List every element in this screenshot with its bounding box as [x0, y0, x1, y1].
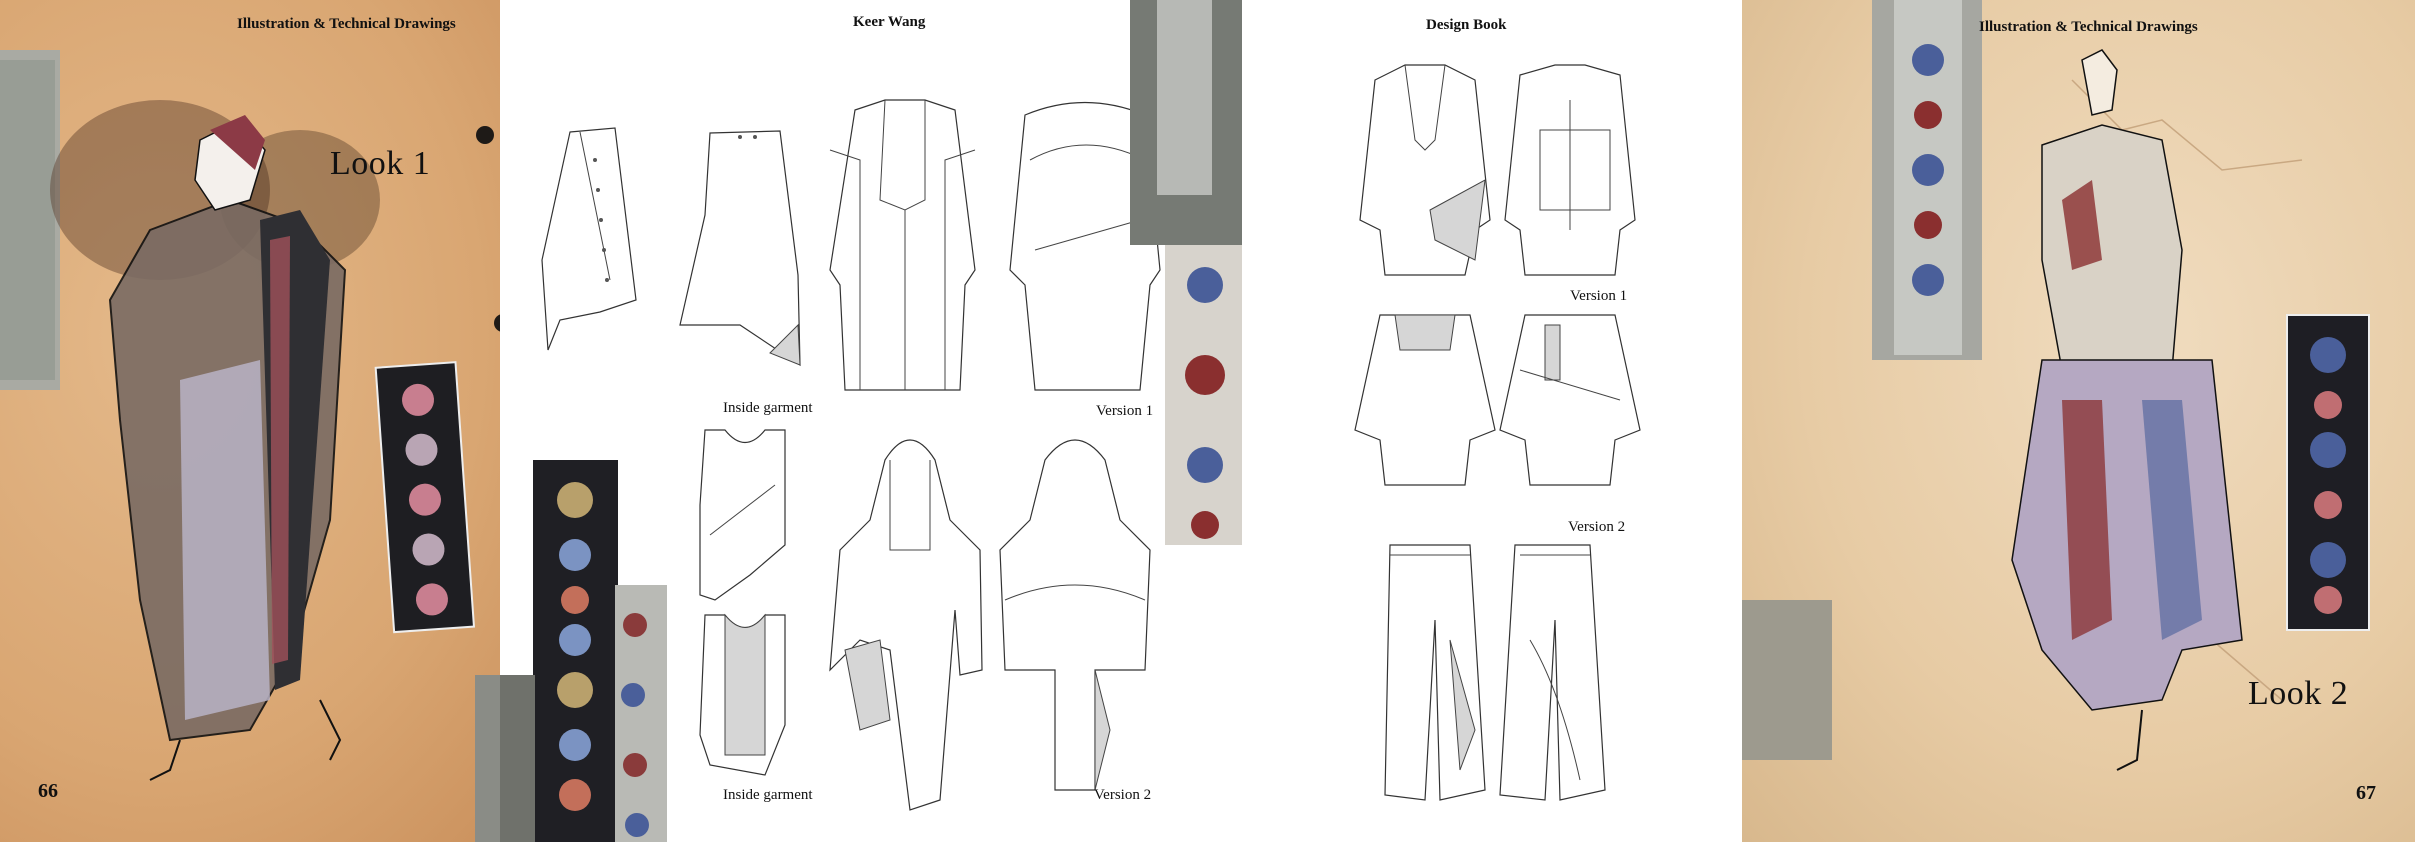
flat-hooded-jacket-back [999, 439, 1151, 791]
flat-skirt-back [679, 130, 801, 367]
flat-blazer-v1-front [1359, 64, 1491, 276]
look2-illustration [1742, 0, 2370, 771]
caption-version1-right: Version 1 [1570, 288, 1628, 304]
look2-label: Look 2 [2248, 675, 2349, 712]
floral-print-strip [557, 482, 593, 811]
caption-inside-garment-bottom: Inside garment [723, 787, 813, 803]
caption-version2-right: Version 2 [1568, 519, 1626, 535]
flat-skirt-front [541, 127, 637, 351]
left-illustration-page: Illustration & Technical Drawings Look 1… [0, 0, 540, 842]
flat-hooded-jacket-front [829, 439, 983, 811]
floral-fabric-swatch [615, 585, 667, 842]
look1-label: Look 1 [330, 145, 431, 182]
left-page-number: 66 [38, 780, 58, 802]
flat-blazer-v2-back [1499, 314, 1641, 486]
caption-version2-left: Version 2 [1094, 787, 1152, 803]
flat-trousers-back [1499, 544, 1606, 801]
print-strip-swatch [533, 460, 618, 842]
caption-version1-left: Version 1 [1096, 403, 1154, 419]
grey-fabric-swatch [500, 675, 535, 842]
flat-inside-garment [699, 429, 786, 776]
look1-illustration [0, 50, 540, 842]
flat-trousers-front [1384, 544, 1486, 801]
left-page-header: Illustration & Technical Drawings [237, 16, 456, 32]
flat-blazer-v1-back [1504, 64, 1636, 276]
floral-fabric-swatch-right [1165, 245, 1242, 545]
right-page-number: 67 [2356, 782, 2376, 804]
flat-coat-front [829, 99, 976, 391]
design-book-header: Design Book [1426, 17, 1507, 33]
right-illustration-page: Illustration & Technical Drawings Look 2… [1742, 0, 2415, 842]
flat-blazer-v2-front [1354, 314, 1496, 486]
designer-name-header: Keer Wang [853, 14, 926, 30]
right-page-header: Illustration & Technical Drawings [1979, 19, 2198, 35]
caption-inside-garment-top: Inside garment [723, 400, 813, 416]
technical-drawings-spread: Keer Wang Design Book Inside garment Ver… [500, 0, 1742, 842]
